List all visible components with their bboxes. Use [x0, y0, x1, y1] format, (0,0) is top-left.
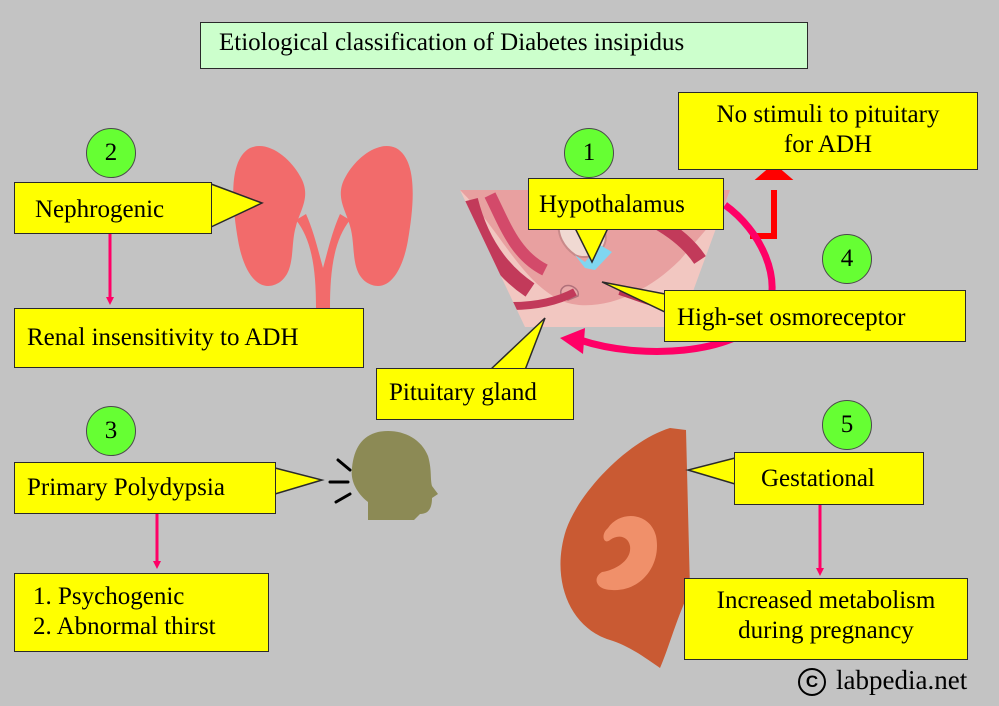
- nephrogenic-label: Nephrogenic: [14, 182, 212, 234]
- no-stimuli-label: No stimuli to pituitary for ADH: [678, 92, 978, 170]
- no-stimuli-line-1: No stimuli to pituitary: [716, 101, 940, 128]
- renal-insensitivity-label: Renal insensitivity to ADH: [14, 308, 364, 368]
- hypothalamus-label: Hypothalamus: [528, 178, 724, 230]
- cause-psychogenic: 1. Psychogenic: [33, 583, 185, 610]
- no-stimuli-line-2: for ADH: [783, 131, 873, 158]
- number-badge-5: 5: [822, 400, 872, 450]
- metabolism-line-2: during pregnancy: [738, 617, 914, 644]
- number-badge-3: 3: [86, 406, 136, 456]
- increased-metabolism-box: Increased metabolism during pregnancy: [684, 578, 968, 660]
- callout-pointer-gestational: [685, 457, 736, 486]
- diagram-title: Etiological classification of Diabetes i…: [200, 22, 808, 69]
- cause-abnormal-thirst: 2. Abnormal thirst: [33, 613, 216, 640]
- callout-pointer-polydypsia: [274, 467, 325, 496]
- polydypsia-causes-box: 1. Psychogenic 2. Abnormal thirst: [14, 573, 269, 652]
- arrow-head-feedback-loop: [560, 328, 585, 354]
- copyright-icon: C: [798, 668, 826, 696]
- osmoreceptor-label: High-set osmoreceptor: [664, 290, 966, 342]
- speaking-head-icon: [328, 431, 438, 520]
- metabolism-line-1: Increased metabolism: [716, 587, 936, 614]
- arrow-head-no-stimuli: [754, 163, 794, 180]
- number-badge-2: 2: [86, 128, 136, 178]
- number-badge-1: 1: [564, 128, 614, 178]
- kidneys-icon: [233, 146, 413, 308]
- number-badge-4: 4: [822, 234, 872, 284]
- callout-pointer-pituitary: [488, 317, 546, 371]
- credit-text: labpedia.net: [836, 665, 968, 695]
- pituitary-gland-label: Pituitary gland: [376, 368, 574, 420]
- primary-polydypsia-label: Primary Polydypsia: [14, 462, 276, 514]
- pregnant-uterus-icon: [560, 428, 690, 668]
- gestational-label: Gestational: [734, 452, 924, 505]
